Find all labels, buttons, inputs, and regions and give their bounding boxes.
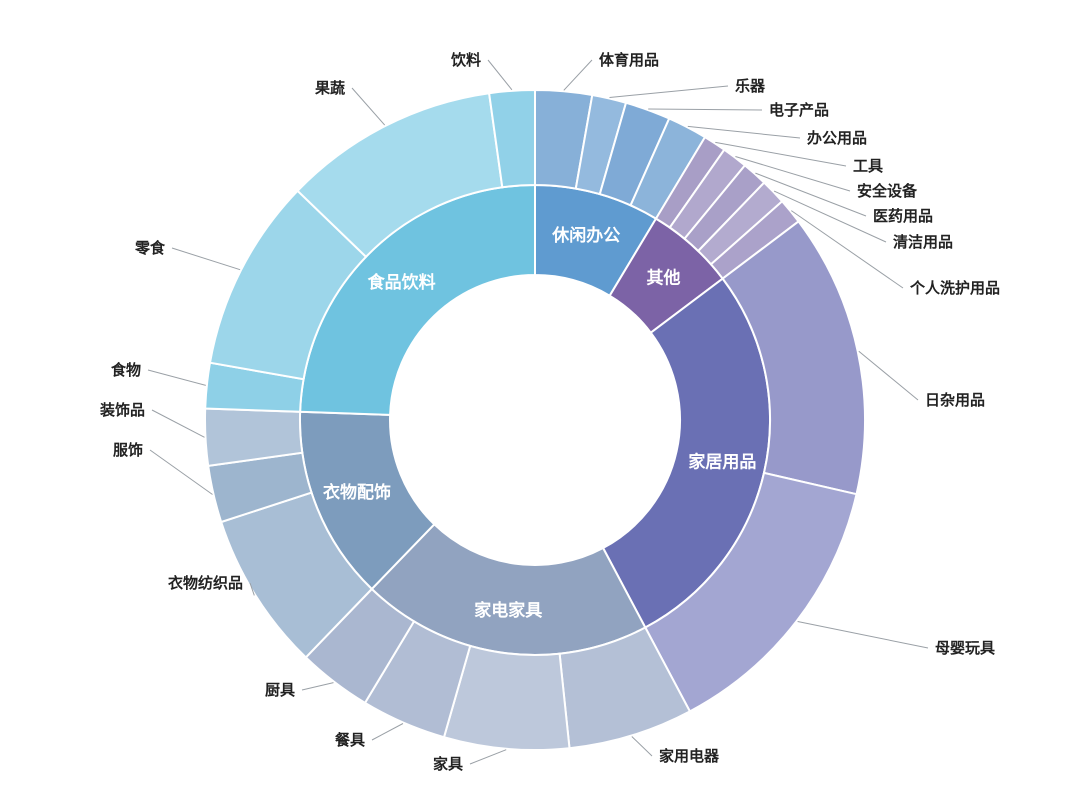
- label-leader-line: [151, 409, 205, 438]
- outer-slice-label: 食物: [111, 361, 141, 379]
- label-leader-line: [301, 682, 334, 691]
- outer-slice-label: 安全设备: [857, 182, 918, 200]
- label-leader-line: [249, 582, 255, 596]
- label-leader-line: [858, 350, 919, 401]
- outer-slice-label: 个人洗护用品: [909, 279, 1000, 297]
- outer-slice-label: 日杂用品: [925, 391, 985, 409]
- slices-layer: [204, 88, 866, 751]
- outer-slice-label: 乐器: [735, 77, 766, 95]
- label-leader-line: [469, 749, 507, 765]
- outer-slice-label: 家用电器: [659, 747, 720, 765]
- outer-slice-label: 果蔬: [314, 79, 345, 97]
- inner-slice-label: 衣物配饰: [323, 482, 391, 502]
- label-leader-line: [735, 156, 851, 192]
- outer-slice-label: 衣物纺织品: [168, 574, 243, 592]
- outer-slice-label: 医药用品: [873, 207, 933, 225]
- label-leader-line: [797, 621, 929, 649]
- label-leader-line: [351, 87, 386, 126]
- outer-slice-label: 服饰: [113, 441, 143, 459]
- label-leader-line: [687, 125, 801, 139]
- label-leader-line: [609, 85, 729, 98]
- inner-slice-label: 食品饮料: [368, 272, 436, 292]
- label-leader-line: [563, 59, 593, 91]
- label-leader-line: [171, 247, 241, 271]
- outer-slice-label: 装饰品: [99, 401, 145, 419]
- label-leader-line: [149, 449, 213, 495]
- outer-slice-label: 厨具: [265, 682, 295, 699]
- label-leader-line: [487, 59, 513, 91]
- label-leader-line: [773, 190, 887, 243]
- outer-slice-label: 工具: [853, 158, 883, 175]
- outer-slice-label: 饮料: [450, 51, 481, 69]
- inner-slice-label: 其他: [647, 267, 681, 287]
- label-leader-line: [791, 210, 904, 289]
- outer-slice-label: 餐具: [335, 731, 365, 749]
- leader-lines-layer: [147, 59, 929, 765]
- outer-slice-label: 体育用品: [599, 51, 659, 69]
- label-leader-line: [648, 108, 763, 111]
- label-leader-line: [631, 736, 653, 757]
- sunburst-outer-slice[interactable]: [487, 88, 536, 189]
- label-leader-line: [147, 369, 206, 386]
- label-leader-line: [715, 141, 847, 167]
- outer-slice-label: 母婴玩具: [935, 640, 995, 657]
- outer-slice-label: 家具: [433, 755, 463, 773]
- inner-slice-label: 休闲办公: [551, 225, 620, 245]
- label-leader-line: [755, 172, 867, 217]
- outer-slice-label: 办公用品: [807, 129, 867, 147]
- inner-slice-label: 家电家具: [474, 600, 542, 620]
- label-leader-line: [371, 723, 404, 741]
- outer-slice-label: 清洁用品: [893, 233, 953, 251]
- outer-slice-label: 零食: [134, 239, 166, 257]
- inner-slice-label: 家居用品: [688, 452, 756, 472]
- outer-slice-label: 电子产品: [769, 101, 829, 119]
